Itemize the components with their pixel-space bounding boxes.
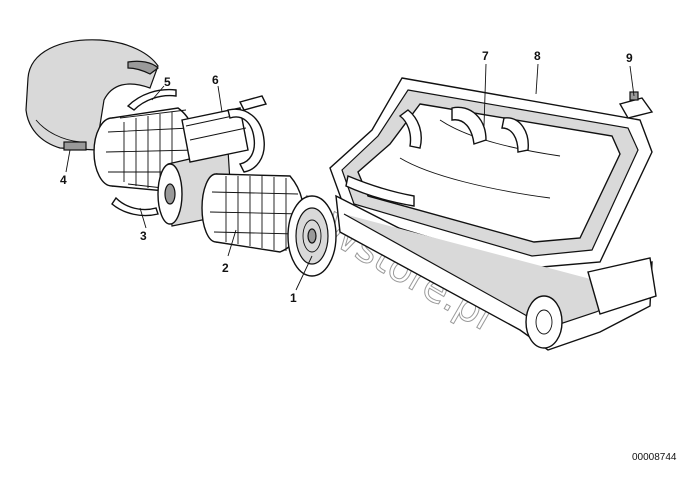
callout-8: 8	[534, 49, 541, 63]
callout-5: 5	[164, 75, 171, 89]
clamp-ring-part-5	[126, 88, 177, 111]
callout-2: 2	[222, 261, 229, 275]
callout-6: 6	[212, 73, 219, 87]
lower-air-duct	[335, 194, 657, 351]
inlet-ring-part-1	[287, 195, 337, 277]
callout-1: 1	[290, 291, 297, 305]
callout-4: 4	[60, 173, 67, 187]
motor-bracket-part-6	[227, 95, 268, 173]
fastener-part-9	[618, 91, 654, 119]
fan-wheel-right-part-2	[201, 173, 305, 253]
leader-lines	[65, 63, 635, 291]
callout-3: 3	[140, 229, 147, 243]
callout-7: 7	[482, 49, 489, 63]
blower-cover-part-4	[25, 39, 159, 151]
blower-housing	[329, 77, 653, 269]
callout-9: 9	[626, 51, 633, 65]
drawing-number: 00008744	[632, 452, 677, 463]
